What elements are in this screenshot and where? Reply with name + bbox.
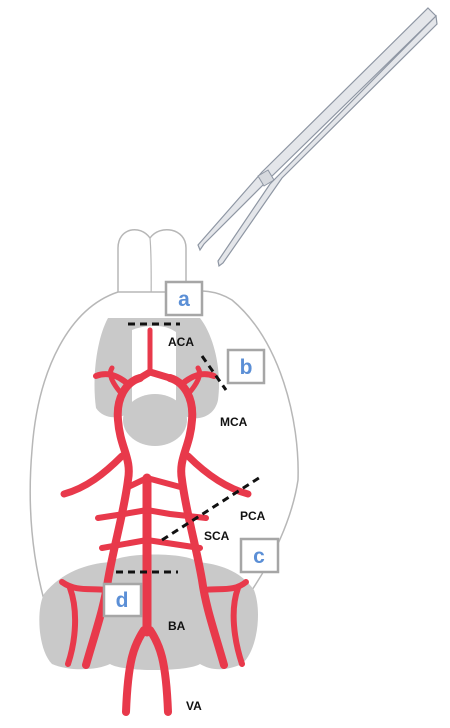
label-sca: SCA [204, 529, 230, 543]
pca-right [184, 452, 252, 498]
vertebral-artery-left [122, 626, 148, 716]
artery-network [59, 327, 252, 716]
pca-left [60, 452, 126, 498]
site-box-b [226, 348, 266, 385]
central-gray-region [123, 394, 187, 446]
cut-line-c [161, 474, 263, 542]
cross-mid [95, 507, 209, 521]
site-label-d: d [116, 589, 129, 612]
tweezers-joint [257, 169, 275, 187]
cut-line-b [200, 355, 228, 391]
label-mca: MCA [220, 415, 248, 429]
tweezers-icon [197, 7, 438, 268]
site-label-boxes: a b c d [102, 280, 280, 618]
label-ba: BA [168, 619, 186, 633]
site-box-c [239, 537, 280, 574]
mca-right-short [187, 365, 203, 395]
site-box-a [164, 280, 204, 317]
label-va: VA [186, 699, 202, 713]
label-aca: ACA [168, 335, 194, 349]
site-label-b: b [240, 356, 253, 379]
mca-left-short [107, 365, 123, 395]
site-label-a: a [178, 288, 190, 311]
tweezers-arm-lower [217, 14, 438, 268]
tweezers-arm-upper [197, 7, 437, 252]
cross-upper [123, 475, 187, 491]
hind-branch-left [65, 585, 79, 667]
hind-branch-right [230, 585, 245, 667]
aica-left [59, 579, 109, 593]
artery-labels: ACA MCA PCA SCA BA VA [168, 335, 266, 713]
label-pca: PCA [240, 509, 266, 523]
site-label-c: c [253, 545, 265, 568]
aica-right [201, 579, 249, 593]
vertebral-artery-right [146, 626, 172, 716]
cut-lines [116, 322, 263, 574]
site-box-d [102, 582, 143, 618]
cross-lower [99, 537, 203, 551]
